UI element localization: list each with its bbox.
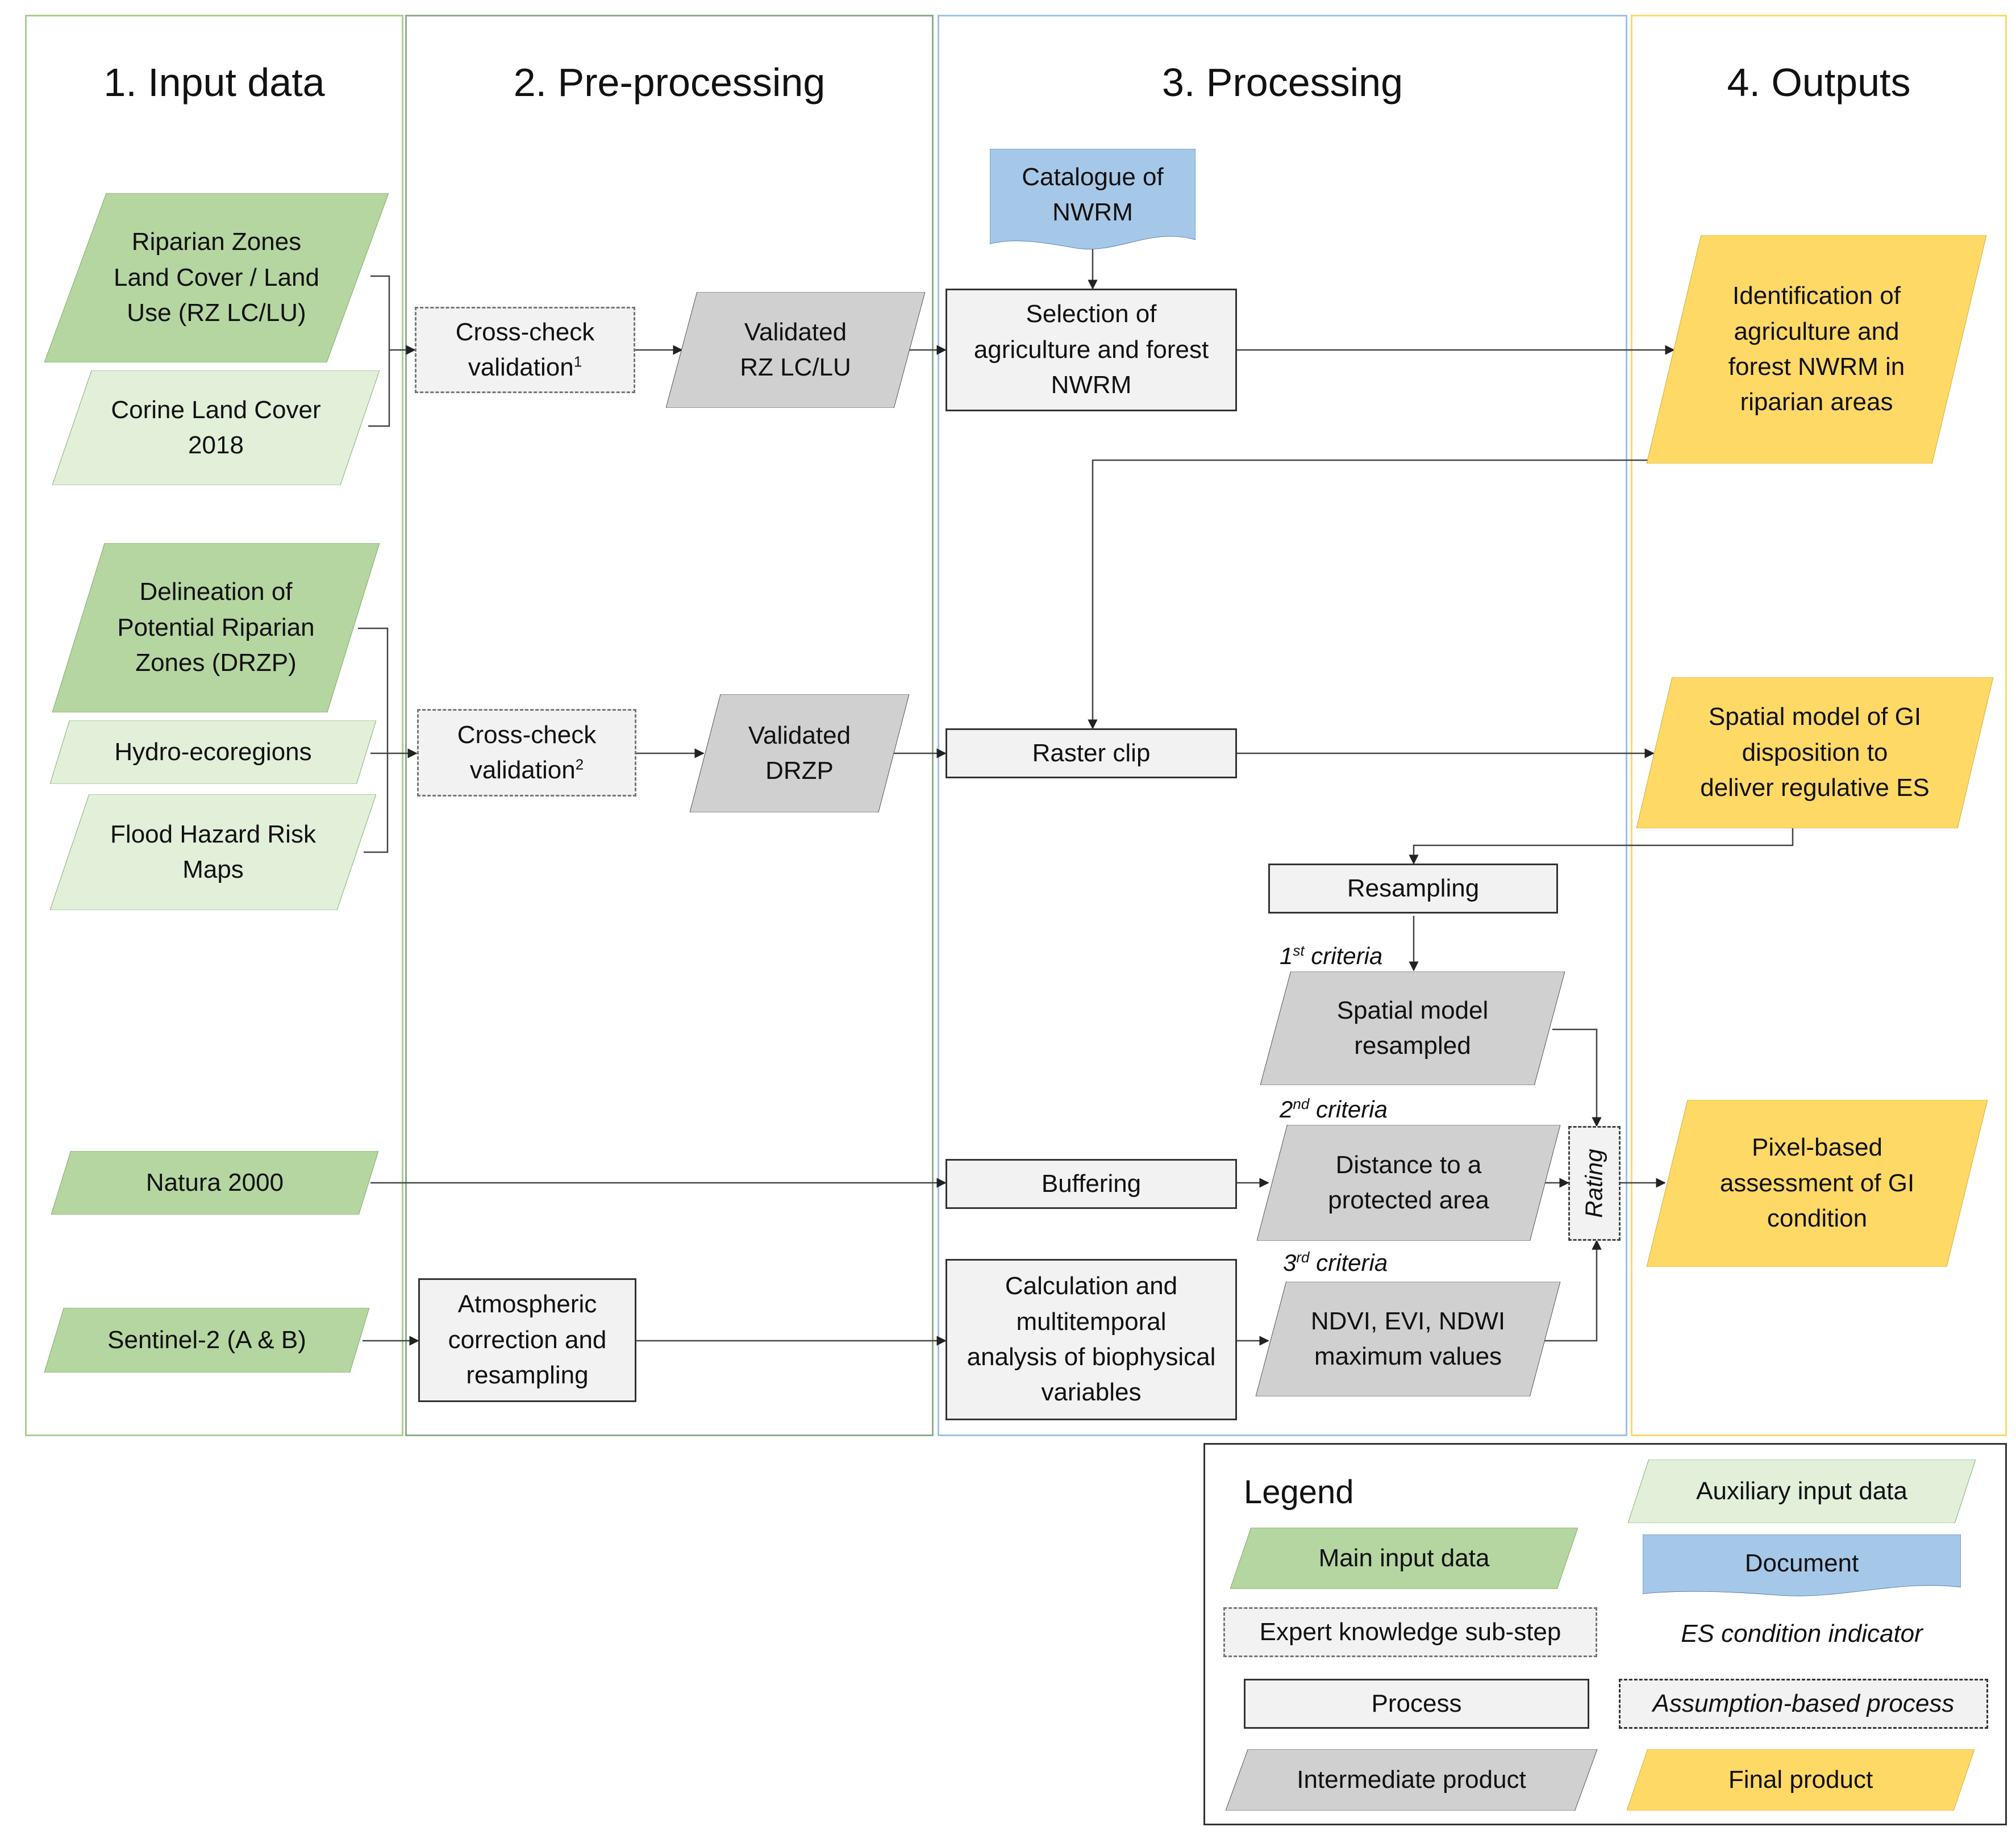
input-sentinel-2: Sentinel-2 (A & B) bbox=[44, 1308, 369, 1373]
crosscheck2-label: Cross-check validation bbox=[457, 720, 597, 784]
link-spatial-resampled-to-rating bbox=[1552, 1028, 1602, 1127]
spatial-output-label: Spatial model of GI disposition to deliv… bbox=[1700, 703, 1930, 802]
legend-main-input: Main input data bbox=[1230, 1528, 1578, 1589]
input-hydro-label: Hydro-ecoregions bbox=[114, 737, 312, 766]
output-identification-nwrm: Identification of agriculture and forest… bbox=[1647, 235, 1986, 464]
crosscheck2-footnote: 2 bbox=[575, 756, 584, 773]
link-spatial-to-resampling bbox=[1409, 828, 1794, 865]
ndvi-evi-ndwi-max: NDVI, EVI, NDWI maximum values bbox=[1256, 1282, 1560, 1396]
selection-label: Selection of agriculture and forest NWRM bbox=[973, 300, 1209, 399]
lane-title-processing: 3. Processing bbox=[1161, 60, 1403, 105]
spatial-model-resampled: Spatial model resampled bbox=[1260, 971, 1565, 1085]
catalogue-label: Catalogue of NWRM bbox=[1022, 162, 1164, 226]
document-catalogue-nwrm: Catalogue of NWRM bbox=[990, 149, 1196, 255]
calculation-label: Calculation and multitemporal analysis o… bbox=[967, 1272, 1216, 1407]
crosscheck1-footnote: 1 bbox=[573, 353, 582, 370]
legend-process: Process bbox=[1244, 1679, 1589, 1729]
legend-title: Legend bbox=[1244, 1474, 1354, 1511]
crosscheck-validation-1: Cross-check validation1 bbox=[415, 307, 635, 393]
criteria-3-label: 3rd criteria bbox=[1283, 1249, 1388, 1276]
legend-document-label: Document bbox=[1744, 1549, 1859, 1577]
validated-rz-label: Validated RZ LC/LU bbox=[740, 318, 851, 381]
legend-es-indicator: ES condition indicator bbox=[1681, 1620, 1923, 1648]
rating-label: Rating bbox=[1581, 1149, 1607, 1218]
input-sentinel-label: Sentinel-2 (A & B) bbox=[107, 1325, 306, 1354]
link-identification-to-rasterclip bbox=[1088, 459, 1648, 729]
legend-intermediate-label: Intermediate product bbox=[1297, 1765, 1526, 1794]
rating-assumption-process: Rating bbox=[1568, 1126, 1621, 1241]
input-drzp: Delineation of Potential Riparian Zones … bbox=[52, 543, 380, 712]
legend-document: Document bbox=[1643, 1534, 1961, 1600]
buffering-label: Buffering bbox=[1041, 1169, 1142, 1198]
pixel-output-label: Pixel-based assessment of GI condition bbox=[1719, 1133, 1915, 1233]
distance-protected-area: Distance to a protected area bbox=[1257, 1125, 1560, 1241]
output-spatial-model-gi: Spatial model of GI disposition to deliv… bbox=[1636, 677, 1993, 828]
legend-assumption-process: Assumption-based process bbox=[1619, 1679, 1988, 1729]
legend-intermediate-product: Intermediate product bbox=[1226, 1749, 1597, 1811]
process-resampling: Resampling bbox=[1268, 864, 1558, 914]
legend-auxiliary-label: Auxiliary input data bbox=[1696, 1477, 1907, 1505]
input-hydro-ecoregions: Hydro-ecoregions bbox=[50, 720, 376, 784]
legend-final-product: Final product bbox=[1627, 1749, 1975, 1811]
atmospheric-label: Atmospheric correction and resampling bbox=[448, 1290, 607, 1390]
input-rz-lclu-label: Riparian Zones Land Cover / Land Use (RZ… bbox=[113, 228, 320, 327]
lane-outputs bbox=[1631, 15, 2007, 1436]
process-atmospheric-correction: Atmospheric correction and resampling bbox=[418, 1278, 636, 1402]
legend-assumption-label: Assumption-based process bbox=[1652, 1689, 1955, 1717]
validated-drzp: Validated DRZP bbox=[690, 694, 909, 812]
legend-process-label: Process bbox=[1371, 1689, 1462, 1717]
legend-final-label: Final product bbox=[1728, 1765, 1873, 1794]
lane-input-data bbox=[25, 15, 403, 1436]
spatial-resampled-label: Spatial model resampled bbox=[1336, 996, 1489, 1060]
identification-label: Identification of agriculture and forest… bbox=[1728, 282, 1905, 416]
crosscheck-validation-2: Cross-check validation2 bbox=[417, 709, 636, 796]
link-ndvi-to-rating bbox=[1543, 1240, 1602, 1342]
input-flood-hazard: Flood Hazard Risk Maps bbox=[50, 794, 376, 910]
crosscheck1-label: Cross-check validation bbox=[455, 318, 595, 381]
lane-processing bbox=[938, 15, 1627, 1436]
lane-title-outputs: 4. Outputs bbox=[1727, 60, 1911, 105]
legend-expert-substep: Expert knowledge sub-step bbox=[1223, 1607, 1597, 1657]
legend-auxiliary-input: Auxiliary input data bbox=[1628, 1459, 1976, 1523]
input-corine: Corine Land Cover 2018 bbox=[52, 370, 380, 485]
output-pixel-assessment: Pixel-based assessment of GI condition bbox=[1647, 1100, 1988, 1267]
legend-main-label: Main input data bbox=[1318, 1544, 1490, 1572]
criteria-2-label: 2nd criteria bbox=[1280, 1095, 1388, 1123]
resampling-label: Resampling bbox=[1347, 874, 1480, 902]
input-rz-lclu: Riparian Zones Land Cover / Land Use (RZ… bbox=[44, 193, 389, 362]
ndvi-label: NDVI, EVI, NDWI maximum values bbox=[1310, 1307, 1506, 1370]
bracket-drzp-hydro-flood bbox=[358, 627, 389, 853]
input-drzp-label: Delineation of Potential Riparian Zones … bbox=[117, 578, 315, 677]
process-buffering: Buffering bbox=[945, 1159, 1237, 1209]
lane-title-input: 1. Input data bbox=[103, 60, 325, 105]
process-selection-nwrm: Selection of agriculture and forest NWRM bbox=[945, 289, 1237, 411]
validated-drzp-label: Validated DRZP bbox=[748, 721, 851, 785]
criteria-1-label: 1st criteria bbox=[1280, 942, 1383, 969]
input-corine-label: Corine Land Cover 2018 bbox=[111, 395, 321, 459]
validated-rz-lclu: Validated RZ LC/LU bbox=[666, 292, 925, 408]
input-natura-2000: Natura 2000 bbox=[51, 1151, 378, 1215]
input-natura-label: Natura 2000 bbox=[145, 1168, 284, 1196]
process-calculation-biophysical: Calculation and multitemporal analysis o… bbox=[945, 1259, 1237, 1420]
input-flood-label: Flood Hazard Risk Maps bbox=[110, 820, 316, 883]
lane-pre-processing bbox=[405, 15, 934, 1436]
raster-clip-label: Raster clip bbox=[1032, 739, 1151, 767]
legend: Legend Auxiliary input data Main input d… bbox=[1203, 1443, 2007, 1825]
legend-expert-label: Expert knowledge sub-step bbox=[1259, 1617, 1561, 1646]
distance-label: Distance to a protected area bbox=[1328, 1150, 1489, 1214]
bracket-rz-corine bbox=[368, 275, 390, 427]
lane-title-preprocessing: 2. Pre-processing bbox=[513, 60, 826, 105]
process-raster-clip: Raster clip bbox=[945, 728, 1237, 778]
